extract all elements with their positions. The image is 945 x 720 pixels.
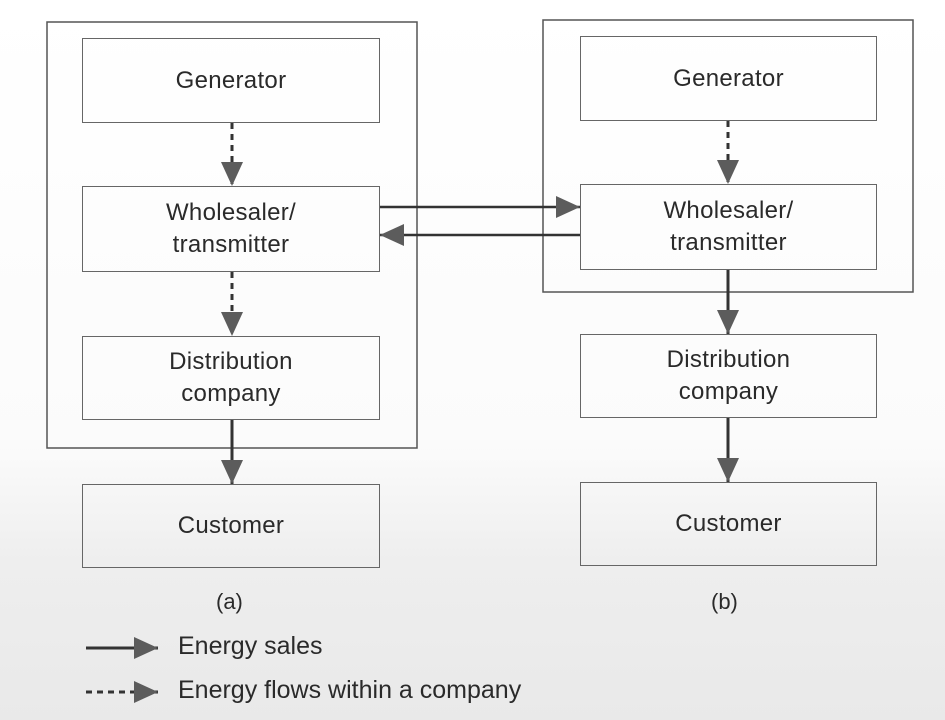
distribution-box-b: Distribution company xyxy=(580,334,877,418)
customer-label-b: Customer xyxy=(675,510,782,537)
wholesaler-label-a: Wholesaler/ transmitter xyxy=(165,199,296,258)
customer-box-a: Customer xyxy=(82,484,380,568)
caption-a: (a) xyxy=(216,589,243,614)
generator-label-a: Generator xyxy=(175,66,287,94)
customer-box-b: Customer xyxy=(580,482,877,566)
generator-label-b: Generator xyxy=(673,64,784,92)
distribution-label-b: Distribution company xyxy=(666,346,791,405)
legend-dashed-label: Energy flows within a company xyxy=(178,676,522,704)
legend-solid-label: Energy sales xyxy=(178,632,323,660)
wholesaler-box-a: Wholesaler/ transmitter xyxy=(82,186,380,272)
distribution-label-a: Distribution company xyxy=(169,348,293,407)
caption-b: (b) xyxy=(711,589,738,614)
distribution-box-a: Distribution company xyxy=(82,336,380,420)
customer-label-a: Customer xyxy=(177,512,285,539)
wholesaler-box-b: Wholesaler/ transmitter xyxy=(580,184,877,270)
generator-box-b: Generator xyxy=(580,36,877,121)
wholesaler-label-b: Wholesaler/ transmitter xyxy=(663,197,794,256)
generator-box-a: Generator xyxy=(82,38,380,123)
